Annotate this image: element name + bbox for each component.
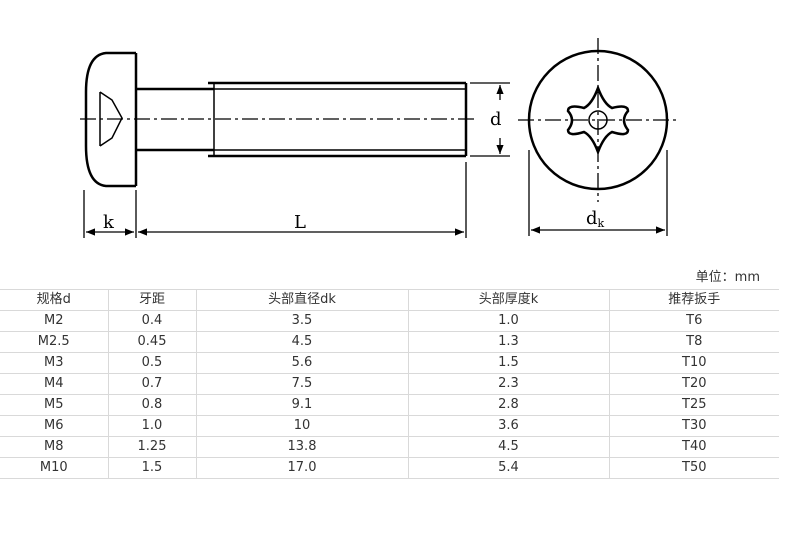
cell-k: 1.3: [407, 331, 609, 353]
header-spec-d: 规格d: [0, 289, 108, 311]
unit-label: 单位：mm: [695, 270, 760, 285]
cell-spec: M2.5: [0, 331, 108, 353]
cell-pitch: 0.4: [107, 310, 196, 332]
cell-dk: 4.5: [195, 331, 408, 353]
cell-pitch: 0.45: [107, 331, 196, 353]
cell-k: 4.5: [407, 436, 609, 458]
cell-wrench: T50: [608, 457, 779, 479]
header-head-thickness: 头部厚度k: [407, 289, 609, 311]
cell-pitch: 1.5: [107, 457, 196, 479]
cell-spec: M4: [0, 373, 108, 395]
label-k: k: [103, 212, 115, 233]
cell-k: 1.0: [407, 310, 609, 332]
cell-k: 5.4: [407, 457, 609, 479]
label-L: L: [294, 212, 306, 233]
cell-spec: M2: [0, 310, 108, 332]
cell-dk: 10: [195, 415, 408, 437]
cell-dk: 13.8: [195, 436, 408, 458]
cell-k: 2.8: [407, 394, 609, 416]
dimension-d: [470, 82, 510, 157]
cell-pitch: 1.0: [107, 415, 196, 437]
cell-k: 2.3: [407, 373, 609, 395]
header-pitch: 牙距: [107, 289, 196, 311]
cell-spec: M3: [0, 352, 108, 374]
cell-wrench: T8: [608, 331, 779, 353]
cell-spec: M6: [0, 415, 108, 437]
cell-pitch: 1.25: [107, 436, 196, 458]
cell-pitch: 0.5: [107, 352, 196, 374]
cell-dk: 3.5: [195, 310, 408, 332]
cell-dk: 9.1: [195, 394, 408, 416]
label-d: d: [490, 109, 502, 130]
screw-technical-drawing: d k L dk: [80, 38, 678, 238]
cell-dk: 7.5: [195, 373, 408, 395]
cell-k: 3.6: [407, 415, 609, 437]
cell-spec: M8: [0, 436, 108, 458]
table-header-row: 规格d 牙距 头部直径dk 头部厚度k 推荐扳手: [0, 289, 779, 311]
cell-wrench: T6: [608, 310, 779, 332]
cell-spec: M10: [0, 457, 108, 479]
screw-end-view: [518, 38, 678, 202]
header-recommended-wrench: 推荐扳手: [608, 289, 779, 311]
cell-pitch: 0.8: [107, 394, 196, 416]
cell-dk: 17.0: [195, 457, 408, 479]
dimension-k-L: [83, 162, 467, 238]
screw-side-view: [84, 51, 468, 188]
cell-wrench: T20: [608, 373, 779, 395]
cell-wrench: T10: [608, 352, 779, 374]
cell-wrench: T40: [608, 436, 779, 458]
dimension-dk: [528, 150, 668, 236]
cell-pitch: 0.7: [107, 373, 196, 395]
cell-spec: M5: [0, 394, 108, 416]
label-dk: dk: [586, 208, 605, 230]
header-head-diameter: 头部直径dk: [195, 289, 408, 311]
cell-dk: 5.6: [195, 352, 408, 374]
cell-k: 1.5: [407, 352, 609, 374]
cell-wrench: T30: [608, 415, 779, 437]
cell-wrench: T25: [608, 394, 779, 416]
